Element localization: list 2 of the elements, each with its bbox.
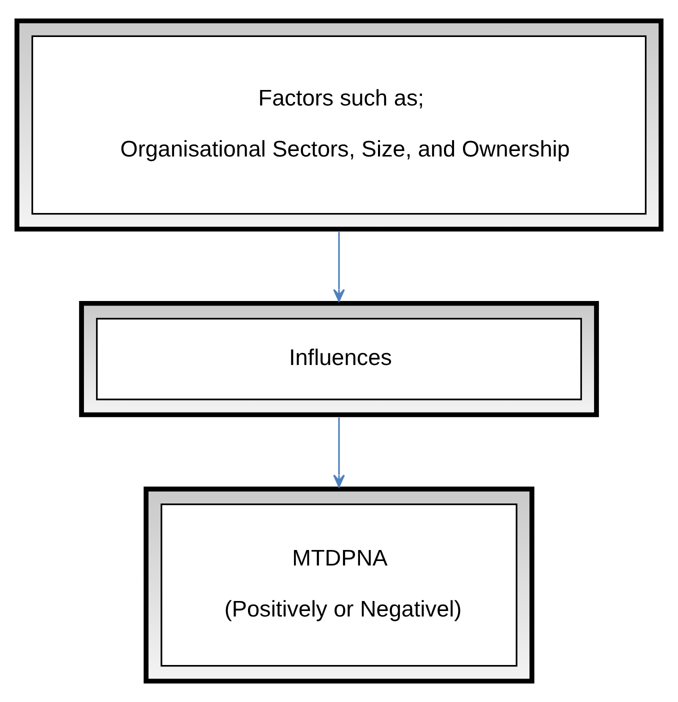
arrow xyxy=(333,417,345,488)
arrow xyxy=(333,232,345,302)
